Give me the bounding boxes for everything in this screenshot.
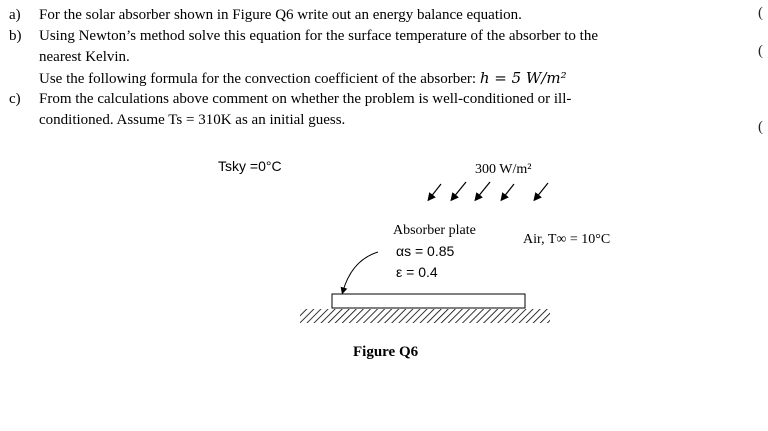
margin-mark-c: ( — [758, 119, 763, 135]
solar-ray-1 — [427, 183, 442, 202]
solar-ray-3 — [474, 181, 491, 202]
emissivity-label: ε = 0.4 — [396, 264, 438, 280]
plate-leader-arrow — [340, 251, 379, 295]
question-b-line2: nearest Kelvin. — [39, 49, 130, 65]
air-temperature-label: Air, T∞ = 10°C — [523, 232, 611, 247]
absorptivity-label: αs = 0.85 — [396, 243, 455, 259]
question-c: c) From the calculations above comment on… — [9, 89, 571, 109]
solar-ray-5 — [533, 182, 549, 202]
question-a-text: For the solar absorber shown in Figure Q… — [39, 7, 522, 23]
question-c-line1: From the calculations above comment on w… — [39, 91, 572, 107]
solar-ray-2 — [450, 181, 467, 202]
irradiance-label: 300 W/m² — [475, 162, 532, 177]
question-b-label: b) — [9, 28, 22, 44]
absorber-plate-label: Absorber plate — [393, 223, 476, 238]
question-c-line2: conditioned. Assume Ts = 310K as an init… — [39, 112, 346, 128]
question-b-formula-line: Use the following formula for the convec… — [39, 68, 567, 89]
margin-mark-a: ( — [758, 5, 763, 21]
absorber-plate — [331, 293, 526, 309]
solar-ray-4 — [500, 183, 515, 202]
margin-mark-b: ( — [758, 43, 763, 59]
figure-caption: Figure Q6 — [353, 344, 419, 360]
ground-hatching — [300, 309, 550, 323]
question-c-label: c) — [9, 91, 21, 107]
sky-temperature-label: Tsky =0°C — [218, 158, 282, 174]
question-a: a) For the solar absorber shown in Figure… — [9, 5, 522, 25]
solar-ray-arrows — [427, 181, 549, 202]
question-b: b) Using Newton’s method solve this equat… — [9, 26, 598, 46]
question-b-line1: Using Newton’s method solve this equatio… — [39, 28, 599, 44]
convection-formula: h = 5 W/m² — [479, 69, 567, 87]
formula-intro: Use the following formula for the convec… — [39, 71, 477, 87]
question-a-label: a) — [9, 7, 21, 23]
